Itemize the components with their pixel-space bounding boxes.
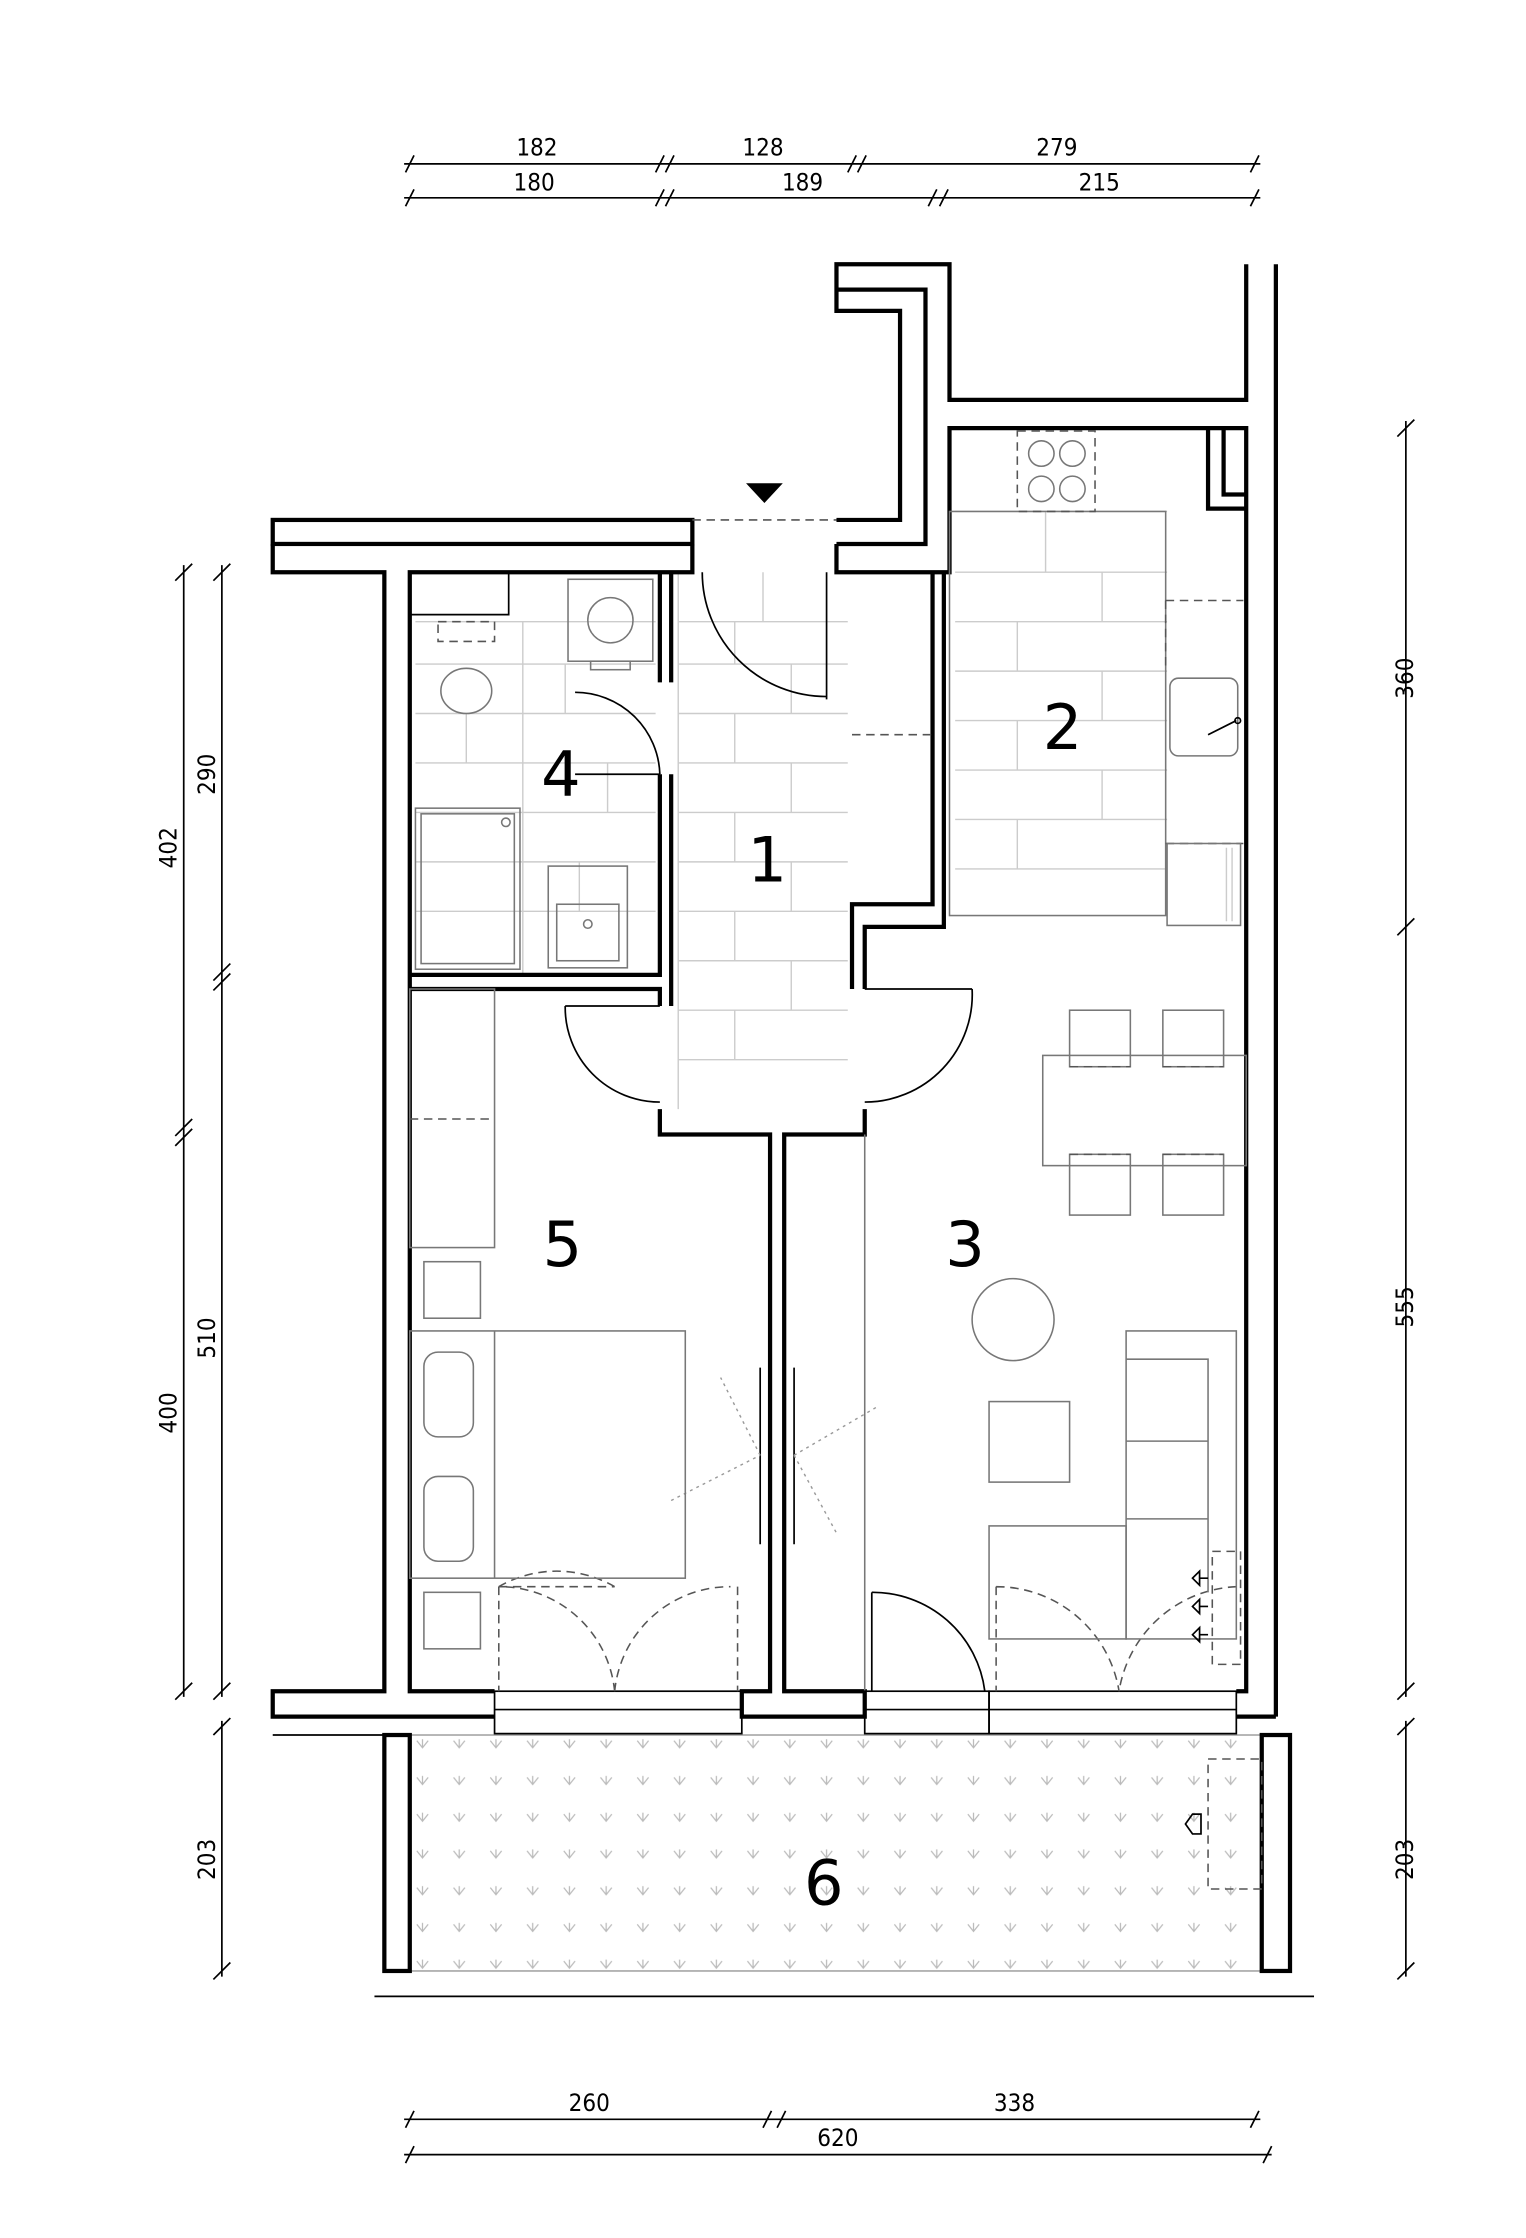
balcony [374,1732,1315,1998]
shower [414,807,521,971]
dim-label: 400 [155,1392,183,1433]
bedroom-furniture [409,988,687,1650]
dim-label: 128 [742,133,783,161]
bedroom-door[interactable] [564,1005,660,1103]
room-number-5: 5 [543,1208,583,1281]
dim-label: 215 [1079,169,1120,197]
dim-label: 182 [516,133,557,161]
toilet [440,667,493,715]
dimension-bottom: 260 338 620 [404,2089,1273,2164]
fridge [1166,842,1242,927]
entrance-door[interactable] [701,572,828,700]
dim-label: 279 [1036,133,1077,161]
doors [498,572,1237,1692]
kitchen-sink [1169,677,1239,757]
living-balcony-door[interactable] [995,1585,1237,1692]
bathroom-fixtures [409,572,654,971]
round-table [971,1277,1055,1362]
living-room-furniture [971,1277,1242,1666]
room-number-2: 2 [1043,691,1083,764]
hob [1016,430,1096,513]
dim-label: 620 [817,2124,858,2152]
room-labels: 1 2 3 4 5 6 [541,691,1082,1920]
dim-label: 203 [193,1839,221,1880]
dim-label: 180 [514,169,555,197]
washing-machine [567,578,654,663]
windows [493,1690,1238,1735]
room-number-1: 1 [747,824,787,897]
kitchen [852,430,1247,1216]
bed [409,1330,687,1579]
dim-label: 555 [1391,1286,1419,1327]
washbasin [547,865,629,969]
walls [270,262,1278,1736]
dim-label: 338 [994,2089,1035,2117]
dim-label: 510 [193,1317,221,1358]
sliding-door[interactable] [759,1367,795,1545]
bedroom-balcony-door[interactable] [498,1570,739,1692]
room-number-4: 4 [541,737,581,810]
dim-label: 189 [782,169,823,197]
dim-label: 402 [155,827,183,868]
nightstand [423,1591,482,1650]
room-number-6: 6 [804,1847,844,1920]
entrance-arrow-icon [746,483,783,503]
dimension-left: 402 400 290 510 203 [155,563,231,1981]
outdoor-unit [1207,1758,1263,1890]
room-number-3: 3 [945,1208,985,1281]
bathroom-door[interactable] [575,691,661,776]
dim-label: 203 [1391,1839,1419,1880]
tile-grid [415,510,1168,1110]
dimension-top: 182 128 279 180 189 215 [404,133,1261,207]
arrow-icon [1184,1813,1202,1835]
nightstand [423,1260,482,1319]
dimension-right: 360 555 203 [1391,419,1419,1981]
ottoman [988,1400,1071,1483]
sofa [1125,1330,1238,1640]
dim-label: 260 [569,2089,610,2117]
dining-table [1041,1054,1247,1167]
living-room-door[interactable] [864,988,974,1103]
dim-label: 290 [193,754,221,795]
dim-label: 360 [1391,658,1419,699]
living-balcony-door-small[interactable] [870,1591,986,1692]
